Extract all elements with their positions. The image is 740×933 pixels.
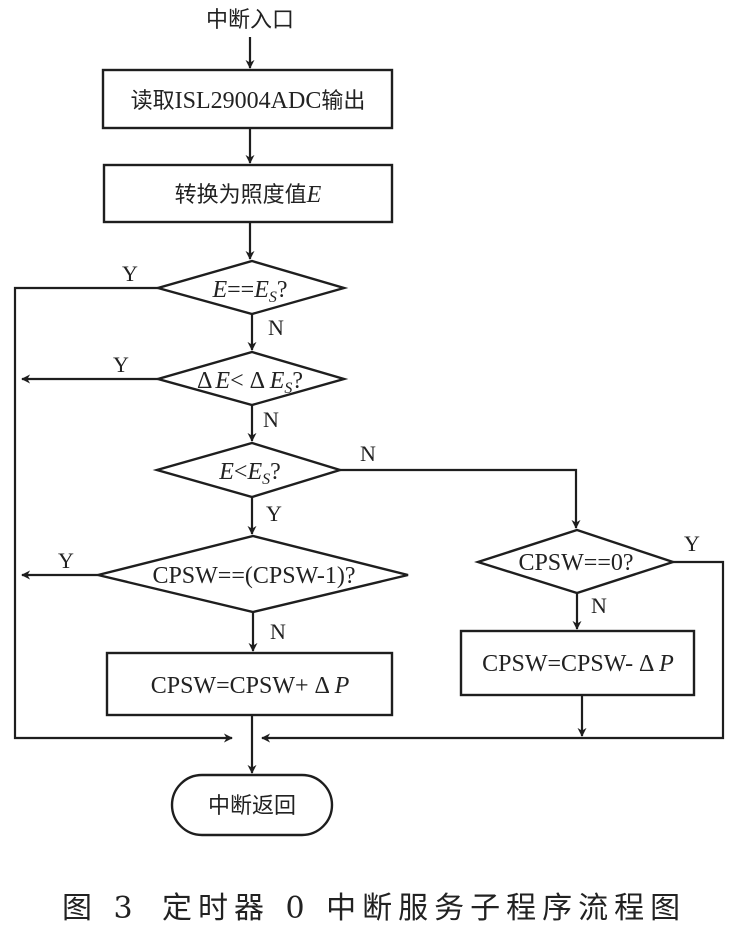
decrement-cpsw-text: CPSW=CPSW- Δ P — [482, 651, 674, 677]
figure-caption: 定时器 0 中断服务子程序流程图 — [162, 891, 686, 926]
d2-yes-label: Y — [113, 352, 129, 377]
end-terminal — [170, 773, 334, 837]
d3-yes-label: Y — [266, 501, 282, 526]
decrement-cpsw-box — [459, 629, 696, 697]
line-d1-yes-to-merge — [13, 286, 233, 743]
convert-text: 转换为照度值E — [175, 182, 322, 208]
d1-yes-label: Y — [122, 261, 138, 286]
decision-e-equals-es-text: E==ES? — [211, 277, 287, 306]
d5-yes-label: Y — [684, 531, 700, 556]
d5-no-label: N — [591, 593, 607, 618]
d4-no-label: N — [270, 619, 286, 644]
decision-e-less-es-text: E<ES? — [218, 459, 281, 488]
read-adc-box — [101, 68, 394, 130]
decision-cpsw-zero-text: CPSW==0? — [518, 550, 633, 576]
d1-no-label: N — [268, 315, 284, 340]
convert-box — [102, 163, 394, 224]
start-label: 中断入口 — [206, 8, 294, 33]
increment-cpsw-text: CPSW=CPSW+ Δ P — [151, 673, 350, 699]
read-adc-text: 读取ISL29004ADC输出 — [131, 88, 366, 114]
d4-yes-label: Y — [58, 548, 74, 573]
line-d3-no-to-d5 — [340, 468, 581, 529]
increment-cpsw-box — [105, 651, 394, 717]
end-label: 中断返回 — [208, 794, 296, 819]
d3-no-label: N — [360, 441, 376, 466]
line-d5-yes-to-merge — [261, 560, 725, 743]
figure-number: 图 3 — [62, 891, 139, 926]
decision-cpsw-equals-minus-one-text: CPSW==(CPSW-1)? — [152, 563, 355, 589]
d2-no-label: N — [263, 407, 279, 432]
